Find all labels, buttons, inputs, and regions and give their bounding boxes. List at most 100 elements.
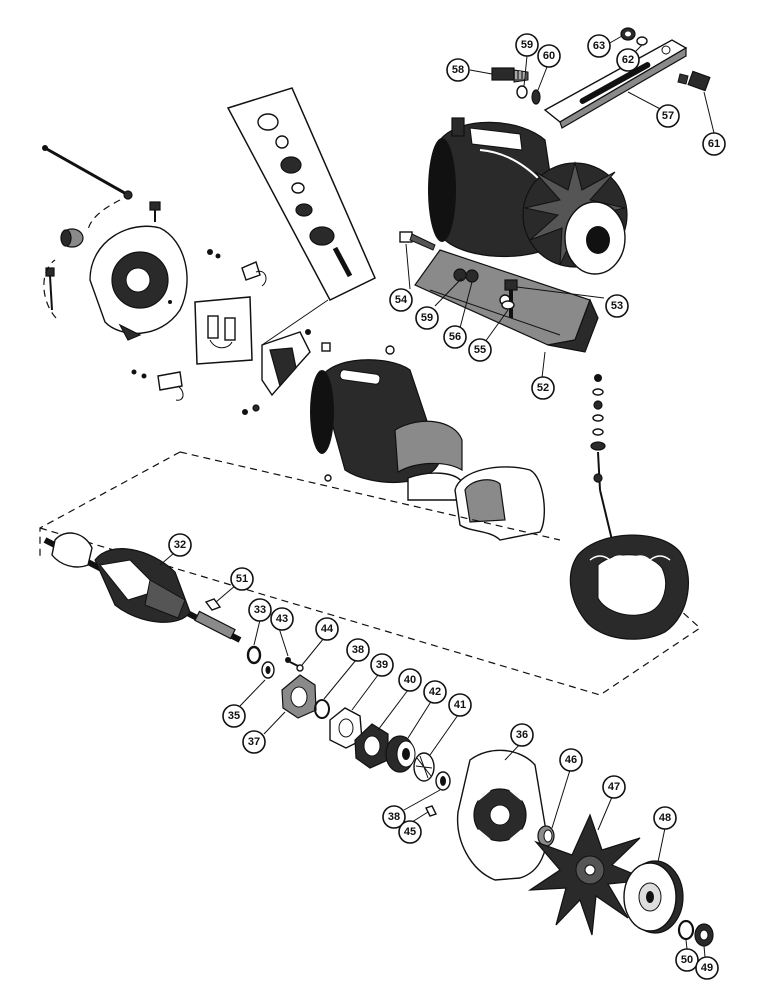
callout-label: 42	[429, 686, 441, 698]
nut-49	[694, 923, 714, 947]
lock-washer-50	[677, 919, 695, 941]
callout-57: 57	[656, 104, 680, 128]
slip-ring-end-frame	[89, 225, 188, 341]
callout-61: 61	[702, 132, 726, 156]
callout-label: 44	[321, 623, 334, 635]
nut-63	[620, 27, 636, 41]
callout-35: 35	[222, 704, 246, 728]
stator-housing	[310, 345, 463, 501]
brush-holder	[261, 299, 329, 397]
adjusting-strap	[543, 39, 688, 129]
callout-58: 58	[446, 58, 470, 82]
fan-47	[527, 813, 649, 936]
callout-40: 40	[398, 668, 422, 692]
stator-winding-shell	[454, 466, 545, 541]
callout-label: 32	[174, 539, 186, 551]
washer-55	[501, 300, 515, 310]
callout-label: 50	[681, 954, 693, 966]
bolt-54	[399, 231, 436, 251]
callout-47: 47	[602, 775, 626, 799]
lock-washer-62	[636, 36, 648, 46]
callout-label: 62	[622, 54, 634, 66]
callout-label: 39	[376, 659, 388, 671]
bushing	[60, 228, 84, 248]
callout-33: 33	[248, 598, 272, 622]
callout-label: 33	[254, 604, 266, 616]
collar-38b	[435, 771, 451, 791]
rectifier-inset-box	[226, 87, 376, 301]
lock-washer-59	[516, 85, 528, 99]
callout-label: 61	[708, 138, 720, 150]
callout-55: 55	[468, 338, 492, 362]
callout-43: 43	[270, 607, 294, 631]
callout-label: 54	[395, 294, 408, 306]
callout-48: 48	[653, 806, 677, 830]
callout-label: 45	[404, 826, 416, 838]
callout-52: 52	[531, 376, 555, 400]
callout-label: 38	[352, 644, 364, 656]
callout-label: 49	[701, 962, 713, 974]
screw-upper	[149, 201, 161, 222]
diode-stack	[590, 374, 613, 541]
nut-56	[465, 269, 479, 283]
brush-small-parts	[131, 249, 331, 415]
callout-46: 46	[559, 748, 583, 772]
callout-label: 60	[543, 50, 555, 62]
through-bolt	[42, 145, 133, 200]
rotor-group-outline	[39, 451, 701, 696]
drive-end-frame	[456, 749, 547, 881]
flat-washer-60	[531, 89, 541, 105]
callout-51: 51	[230, 567, 254, 591]
callout-44: 44	[315, 617, 339, 641]
spacer-41	[413, 752, 435, 782]
callout-63: 63	[587, 34, 611, 58]
callout-38b: 38	[382, 805, 406, 829]
callout-label: 52	[537, 382, 549, 394]
callout-62: 62	[616, 48, 640, 72]
callout-label: 46	[565, 754, 577, 766]
screw-43	[285, 657, 299, 667]
callout-label: 47	[608, 781, 620, 793]
pulley-48	[623, 860, 684, 934]
callout-label: 63	[593, 40, 605, 52]
callout-39: 39	[370, 653, 394, 677]
callout-36: 36	[510, 723, 534, 747]
callout-label: 51	[236, 573, 248, 585]
callout-label: 43	[276, 613, 288, 625]
callout-label: 48	[659, 812, 671, 824]
callout-38a: 38	[346, 638, 370, 662]
callout-label: 57	[662, 110, 674, 122]
retainer-plate-37	[281, 674, 317, 719]
rotor-field-coil	[569, 534, 689, 640]
rotor	[43, 532, 242, 643]
callout-41: 41	[448, 693, 472, 717]
assembled-alternator	[428, 117, 628, 275]
bearing-42	[385, 735, 416, 773]
brush-inset-box	[194, 296, 253, 365]
callout-37: 37	[242, 730, 266, 754]
strap-bolt-58	[491, 67, 529, 83]
mounting-bracket	[414, 249, 599, 353]
callout-label: 37	[248, 736, 260, 748]
gasket-38a	[314, 699, 330, 719]
callout-label: 35	[228, 710, 240, 722]
callout-label: 41	[454, 699, 466, 711]
callout-56: 56	[443, 325, 467, 349]
callout-59a: 59	[515, 33, 539, 57]
callout-label: 40	[404, 674, 416, 686]
callout-42: 42	[423, 680, 447, 704]
callout-54: 54	[389, 288, 413, 312]
callout-label: 59	[521, 39, 533, 51]
callout-50: 50	[675, 948, 699, 972]
key-51	[204, 598, 222, 611]
key-45	[425, 805, 437, 817]
callout-label: 59	[421, 312, 433, 324]
callout-label: 58	[452, 64, 464, 76]
callout-59b: 59	[415, 306, 439, 330]
callout-49: 49	[695, 956, 719, 980]
callout-label: 36	[516, 729, 528, 741]
collar-35	[261, 661, 275, 679]
callout-53: 53	[605, 294, 629, 318]
callout-60: 60	[537, 44, 561, 68]
